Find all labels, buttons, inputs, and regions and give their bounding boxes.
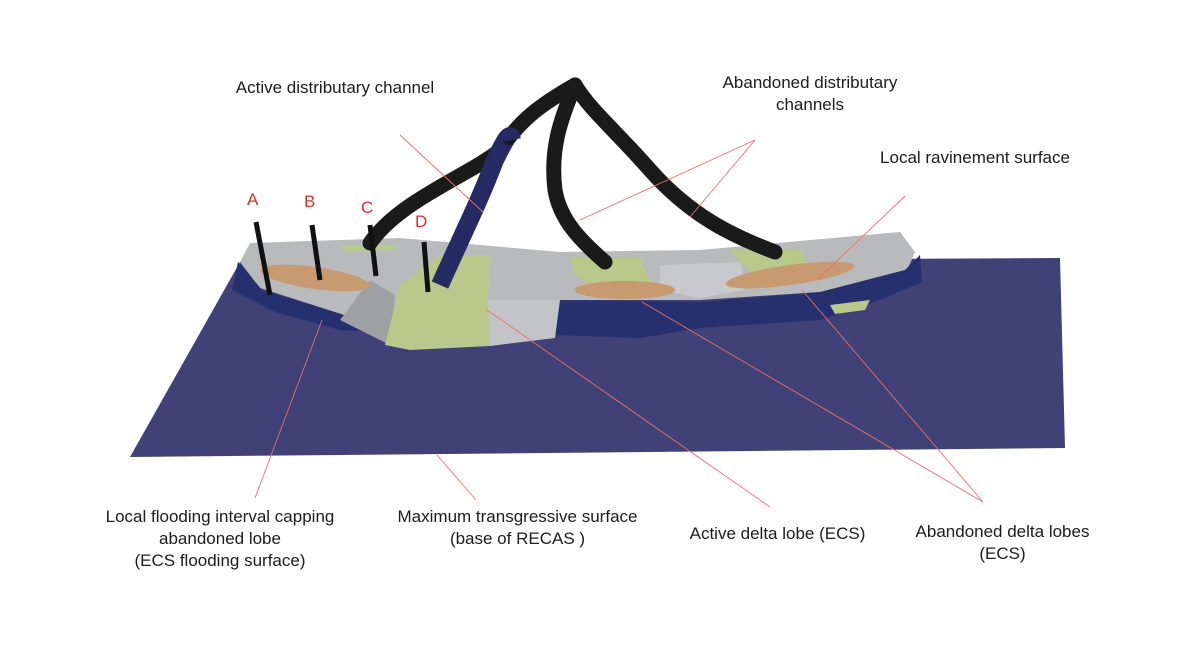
label-active-lobe: Active delta lobe (ECS) xyxy=(689,524,866,543)
well-c xyxy=(367,224,379,277)
label-abandoned-lobes: Abandoned delta lobes (ECS) xyxy=(915,522,1090,563)
label-active-channel: Active distributary channel xyxy=(235,78,435,97)
well-label-c: C xyxy=(361,198,374,217)
well-b xyxy=(309,224,323,281)
label-flooding-interval: Local flooding interval capping abandone… xyxy=(105,507,335,570)
left-cliff-wall xyxy=(232,262,372,332)
label-ravinement: Local ravinement surface xyxy=(880,148,1070,167)
well-label-b: B xyxy=(304,192,316,211)
well-d xyxy=(421,241,431,293)
leader-ravinement xyxy=(816,195,906,281)
abandoned-lobe-left xyxy=(260,264,370,292)
abandoned-lobe-mid xyxy=(575,281,675,299)
right-cliff-wall xyxy=(555,255,922,338)
well-a xyxy=(253,221,273,296)
eroded-face-left xyxy=(340,280,395,345)
leader-mts xyxy=(436,454,477,501)
abandoned-channel-right xyxy=(567,77,783,260)
leader-active-lobe xyxy=(486,309,771,508)
leader-active-channel xyxy=(399,134,484,213)
leader-abandoned-lobe-2 xyxy=(801,289,984,503)
abandoned-lobe-right xyxy=(725,261,855,289)
active-delta-lobe xyxy=(385,255,490,350)
green-patch-4 xyxy=(830,300,870,314)
abandoned-channel-mid xyxy=(546,77,613,270)
leader-abandoned-2 xyxy=(689,139,756,218)
well-label-d: D xyxy=(415,212,428,231)
leader-abandoned-1 xyxy=(579,139,756,221)
label-mts: Maximum transgressive surface (base of R… xyxy=(397,507,638,548)
leader-abandoned-lobe-1 xyxy=(641,301,984,503)
eroded-face-far-right xyxy=(660,262,745,298)
well-label-a: A xyxy=(247,190,259,209)
leader-flooding xyxy=(254,319,323,499)
eroded-face-right xyxy=(480,300,560,346)
label-abandoned-channels: Abandoned distributary channels xyxy=(722,73,898,114)
leader-lines xyxy=(254,134,984,508)
active-channel xyxy=(431,127,521,289)
